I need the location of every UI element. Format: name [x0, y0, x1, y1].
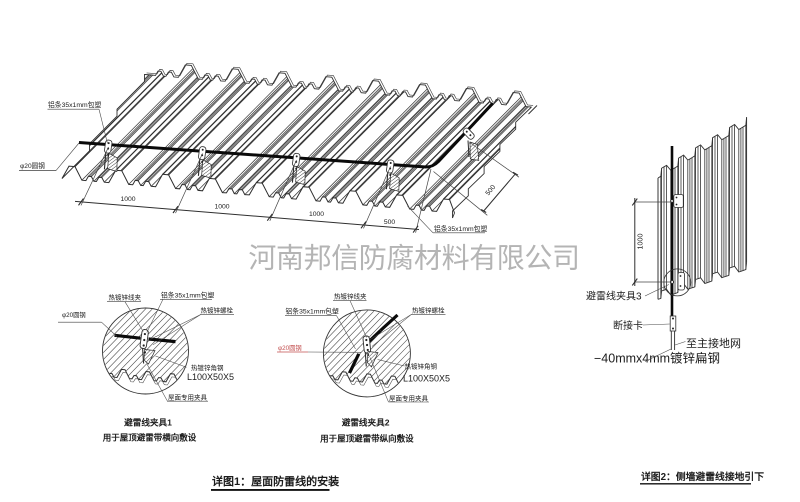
svg-text:断接卡: 断接卡: [613, 319, 643, 332]
svg-text:热镀锌角钢: 热镀锌角钢: [405, 362, 438, 371]
svg-text:用于屋顶避雷带横向敷设: 用于屋顶避雷带横向敷设: [102, 433, 197, 443]
svg-text:热镀锌角钢: 热镀锌角钢: [191, 363, 224, 372]
svg-text:1000: 1000: [120, 196, 135, 203]
svg-text:1000: 1000: [636, 234, 645, 250]
svg-text:热镀锌线夹: 热镀锌线夹: [109, 292, 142, 301]
svg-text:φ20圆钢: φ20圆钢: [62, 311, 86, 319]
svg-text:避雷线夹具1: 避雷线夹具1: [124, 417, 172, 428]
svg-text:详图2：侧墙避雷线接地引下: 详图2：侧墙避雷线接地引下: [641, 470, 764, 483]
svg-text:至主接地网: 至主接地网: [686, 337, 741, 350]
svg-text:L100X50X5: L100X50X5: [403, 373, 450, 383]
svg-text:详图1：屋面防雷线的安装: 详图1：屋面防雷线的安装: [212, 474, 339, 488]
svg-text:屋面专用夹具: 屋面专用夹具: [389, 394, 429, 403]
svg-text:500: 500: [384, 219, 396, 226]
svg-text:1000: 1000: [309, 211, 324, 218]
svg-text:1000: 1000: [214, 204, 229, 211]
svg-text:避雷线夹具3: 避雷线夹具3: [586, 290, 642, 303]
svg-text:铝条35x1mm包塑: 铝条35x1mm包塑: [161, 290, 214, 299]
svg-text:热镀锌线夹: 热镀锌线夹: [334, 291, 367, 300]
svg-text:热镀锌螺栓: 热镀锌螺栓: [201, 306, 234, 315]
svg-text:避雷线夹具2: 避雷线夹具2: [342, 417, 390, 428]
svg-text:铝条35x1mm包塑: 铝条35x1mm包塑: [48, 100, 101, 109]
svg-text:用于屋顶避雷带纵向敷设: 用于屋顶避雷带纵向敷设: [319, 433, 414, 443]
svg-text:−40mmx4mm镀锌扁钢: −40mmx4mm镀锌扁钢: [594, 351, 720, 366]
svg-text:屋面专用夹具: 屋面专用夹具: [168, 393, 208, 402]
svg-text:铝条35x1mm包塑: 铝条35x1mm包塑: [434, 224, 487, 233]
svg-text:河南邦信防腐材料有限公司: 河南邦信防腐材料有限公司: [248, 243, 579, 274]
svg-text:φ20圆钢: φ20圆钢: [20, 162, 45, 170]
svg-text:L100X50X5: L100X50X5: [187, 372, 234, 382]
svg-text:热镀锌螺栓: 热镀锌螺栓: [412, 305, 445, 314]
svg-text:φ20圆钢: φ20圆钢: [278, 344, 302, 352]
svg-text:铝条35x1mm包塑: 铝条35x1mm包塑: [286, 306, 339, 315]
